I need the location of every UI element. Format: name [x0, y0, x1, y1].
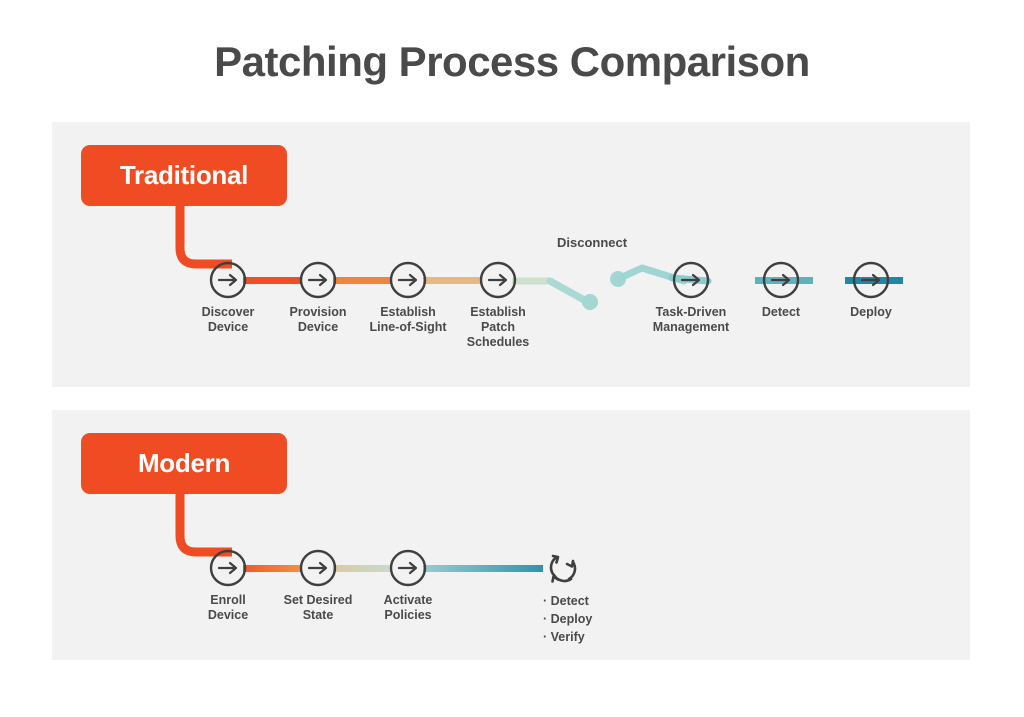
- panel-modern: Modern Enroll Device: [52, 410, 970, 660]
- refresh-cycle-icon: [549, 554, 577, 583]
- node-label: Provision Device: [290, 305, 347, 335]
- node-enroll-device[interactable]: Enroll Device: [208, 549, 248, 622]
- flow-modern: Enroll Device Set Desired State Acti: [52, 410, 970, 660]
- node-deploy[interactable]: Deploy: [850, 261, 892, 319]
- node-label-line2: Patch: [480, 320, 516, 334]
- node-label-line2: Device: [297, 320, 339, 334]
- node-establish-line-of-sight[interactable]: Establish Line-of-Sight: [369, 261, 447, 334]
- node-label-line1: Task-Driven: [655, 305, 727, 319]
- node-label: Enroll Device: [208, 593, 248, 623]
- panel-traditional: Traditional Disconnect: [52, 122, 970, 387]
- node-label-line2: Line-of-Sight: [369, 320, 447, 334]
- node-label: Discover Device: [202, 305, 255, 335]
- cycle-item-deploy: · Deploy: [543, 612, 593, 626]
- badge-modern-label: Modern: [137, 448, 231, 478]
- connector-1: [243, 277, 301, 284]
- node-label-line2: Device: [207, 320, 249, 334]
- node-task-driven-management[interactable]: Task-Driven Management: [653, 261, 729, 334]
- node-label-line1: Discover: [201, 305, 255, 319]
- arrow-right-circle-icon: [852, 261, 890, 299]
- node-label-line1: Set Desired: [283, 593, 353, 607]
- flow-traditional: Disconnect Discover Device Provision Dev…: [52, 122, 970, 387]
- node-label: Deploy: [850, 305, 892, 320]
- node-set-desired-state[interactable]: Set Desired State: [284, 549, 352, 622]
- node-discover-device[interactable]: Discover Device: [202, 261, 254, 334]
- connector-3: [423, 277, 481, 284]
- node-label-line2: State: [302, 608, 334, 622]
- connector-2: [333, 277, 391, 284]
- cycle-group[interactable]: · Detect · Deploy · Verify: [541, 546, 592, 644]
- node-label-line3: Schedules: [466, 335, 530, 349]
- badge-stem-traditional: [175, 202, 232, 269]
- node-label: Activate Policies: [384, 593, 433, 623]
- node-label-line1: Establish: [380, 305, 436, 319]
- cycle-item-verify: · Verify: [543, 630, 585, 644]
- node-label-line2: Policies: [384, 608, 432, 622]
- arrow-right-circle-icon: [299, 261, 337, 299]
- arrow-right-circle-icon: [762, 261, 800, 299]
- node-label-line2: Management: [652, 320, 730, 334]
- node-label: Detect: [762, 305, 800, 320]
- connector-m1: [243, 565, 301, 572]
- badge-traditional-label: Traditional: [119, 160, 249, 190]
- arrow-right-circle-icon: [389, 549, 427, 587]
- node-label-line1: Enroll: [210, 593, 246, 607]
- node-establish-patch-schedules[interactable]: Establish Patch Schedules: [467, 261, 529, 349]
- node-provision-device[interactable]: Provision Device: [290, 261, 346, 334]
- node-label: Establish Patch Schedules: [467, 305, 530, 350]
- node-label: Set Desired State: [284, 593, 353, 623]
- cycle-item-list: · Detect · Deploy · Verify: [543, 592, 592, 646]
- badge-modern[interactable]: Modern: [81, 433, 287, 494]
- node-detect[interactable]: Detect: [762, 261, 800, 319]
- arrow-right-circle-icon: [209, 261, 247, 299]
- badge-stem-modern: [175, 490, 232, 557]
- node-label-line1: Provision: [289, 305, 347, 319]
- connector-m2: [333, 565, 391, 572]
- node-label-line1: Deploy: [850, 305, 892, 319]
- node-label-line1: Establish: [470, 305, 526, 319]
- node-label-line1: Detect: [761, 305, 801, 319]
- arrow-right-circle-icon: [299, 549, 337, 587]
- arrow-right-circle-icon: [479, 261, 517, 299]
- node-label: Task-Driven Management: [653, 305, 729, 335]
- arrow-right-circle-icon: [672, 261, 710, 299]
- node-label: Establish Line-of-Sight: [369, 305, 446, 335]
- node-label-line1: Activate: [383, 593, 433, 607]
- page-title: Patching Process Comparison: [214, 38, 810, 85]
- arrow-right-circle-icon: [209, 549, 247, 587]
- node-activate-policies[interactable]: Activate Policies: [384, 549, 432, 622]
- cycle-item-detect: · Detect: [543, 594, 589, 608]
- disconnect-label: Disconnect: [557, 235, 628, 250]
- node-label-line2: Device: [207, 608, 249, 622]
- connector-m3: [423, 565, 543, 572]
- badge-traditional[interactable]: Traditional: [81, 145, 287, 206]
- arrow-right-circle-icon: [389, 261, 427, 299]
